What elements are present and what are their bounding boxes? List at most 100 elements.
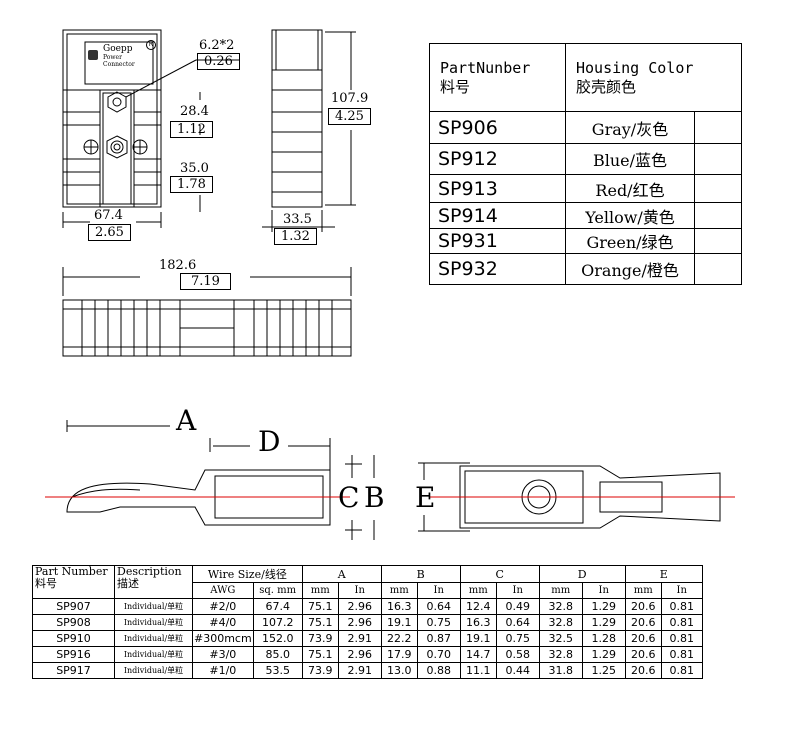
logo-line3: Connector — [103, 61, 135, 68]
spec-cell-part: SP917 — [32, 662, 115, 679]
spec-cell-desc: Individual/单粒 — [114, 662, 193, 679]
spec-cell-a-in: 2.91 — [337, 662, 382, 679]
spec-cell-c-mm: 11.1 — [459, 662, 497, 679]
dim-depth-mm: 33.5 — [283, 212, 312, 227]
label-e: E — [415, 481, 436, 514]
spec-cell-c-in: 0.49 — [495, 598, 540, 615]
spec-cell-part: SP907 — [32, 598, 115, 615]
spec-cell-c-in: 0.44 — [495, 662, 540, 679]
dim-width-in: 2.65 — [88, 224, 131, 241]
spec-cell-a-mm: 75.1 — [301, 614, 339, 631]
spec-cell-d-mm: 31.8 — [538, 662, 583, 679]
housing-color: Green/绿色 — [565, 228, 695, 254]
spec-cell-b-mm: 22.2 — [380, 630, 418, 647]
logo-line1: Goepp — [103, 44, 133, 54]
dim-d2-mm: 35.0 — [180, 161, 209, 176]
dim-depth-in: 1.32 — [274, 228, 317, 245]
spec-cell-c-in: 0.64 — [495, 614, 540, 631]
dim-d2-in: 1.78 — [170, 176, 213, 193]
spec-cell-awg: #300mcm — [192, 630, 254, 647]
header-e: E — [624, 565, 703, 583]
spec-cell-sq: 85.0 — [252, 646, 303, 663]
header-mm: mm — [380, 582, 418, 599]
housing-color: Blue/蓝色 — [565, 143, 695, 175]
spec-cell-part: SP910 — [32, 630, 115, 647]
spec-cell-c-mm: 19.1 — [459, 630, 497, 647]
spec-cell-b-in: 0.70 — [416, 646, 461, 663]
spec-cell-desc: Individual/单粒 — [114, 598, 193, 615]
spec-cell-a-mm: 75.1 — [301, 598, 339, 615]
spec-cell-awg: #4/0 — [192, 614, 254, 631]
spec-cell-b-in: 0.75 — [416, 614, 461, 631]
blank-cell — [694, 202, 742, 229]
header-mm: mm — [624, 582, 662, 599]
spec-cell-sq: 67.4 — [252, 598, 303, 615]
spec-cell-b-mm: 19.1 — [380, 614, 418, 631]
spec-cell-c-in: 0.58 — [495, 646, 540, 663]
header-mm: mm — [459, 582, 497, 599]
header-c: C — [459, 565, 540, 583]
dim-length-in: 7.19 — [180, 273, 231, 290]
spec-cell-e-mm: 20.6 — [624, 646, 662, 663]
spec-cell-awg: #1/0 — [192, 662, 254, 679]
header-d: D — [538, 565, 626, 583]
spec-cell-a-in: 2.96 — [337, 598, 382, 615]
dim-height-in: 4.25 — [328, 108, 371, 125]
spec-cell-b-mm: 13.0 — [380, 662, 418, 679]
housing-color: Red/红色 — [565, 174, 695, 203]
spec-cell-b-mm: 17.9 — [380, 646, 418, 663]
spec-cell-b-mm: 16.3 — [380, 598, 418, 615]
part-number: SP912 — [429, 143, 566, 175]
spec-cell-d-mm: 32.8 — [538, 598, 583, 615]
blank-cell — [694, 143, 742, 175]
registered-icon: R — [146, 40, 156, 50]
header-in: In — [660, 582, 703, 599]
spec-cell-e-mm: 20.6 — [624, 598, 662, 615]
spec-cell-d-in: 1.29 — [581, 598, 626, 615]
spec-cell-e-in: 0.81 — [660, 598, 703, 615]
blank-cell — [694, 253, 742, 285]
dim-hole-in: 0.26 — [197, 53, 240, 70]
spec-cell-e-mm: 20.6 — [624, 662, 662, 679]
header-in: In — [581, 582, 626, 599]
housing-color: Yellow/黄色 — [565, 202, 695, 229]
side-view-housing — [271, 29, 323, 208]
housing-color: Gray/灰色 — [565, 111, 695, 144]
spec-cell-awg: #3/0 — [192, 646, 254, 663]
spec-cell-b-in: 0.87 — [416, 630, 461, 647]
header-in: In — [337, 582, 382, 599]
spec-cell-c-mm: 12.4 — [459, 598, 497, 615]
spec-cell-sq: 53.5 — [252, 662, 303, 679]
spec-cell-c-mm: 16.3 — [459, 614, 497, 631]
header-sqmm: sq. mm — [252, 582, 303, 599]
blank-cell — [694, 111, 742, 144]
spec-cell-b-in: 0.88 — [416, 662, 461, 679]
header-in: In — [495, 582, 540, 599]
spec-cell-part: SP916 — [32, 646, 115, 663]
dim-d1-in: 1.12 — [170, 121, 213, 138]
part-number: SP932 — [429, 253, 566, 285]
spec-cell-a-in: 2.91 — [337, 630, 382, 647]
spec-cell-a-in: 2.96 — [337, 646, 382, 663]
spec-cell-sq: 152.0 — [252, 630, 303, 647]
spec-cell-e-in: 0.81 — [660, 630, 703, 647]
dim-hole-mm: 6.2*2 — [199, 38, 235, 53]
spec-cell-b-in: 0.64 — [416, 598, 461, 615]
header-mm: mm — [538, 582, 583, 599]
spec-cell-d-mm: 32.8 — [538, 646, 583, 663]
header-a: A — [301, 565, 382, 583]
spec-cell-e-mm: 20.6 — [624, 630, 662, 647]
